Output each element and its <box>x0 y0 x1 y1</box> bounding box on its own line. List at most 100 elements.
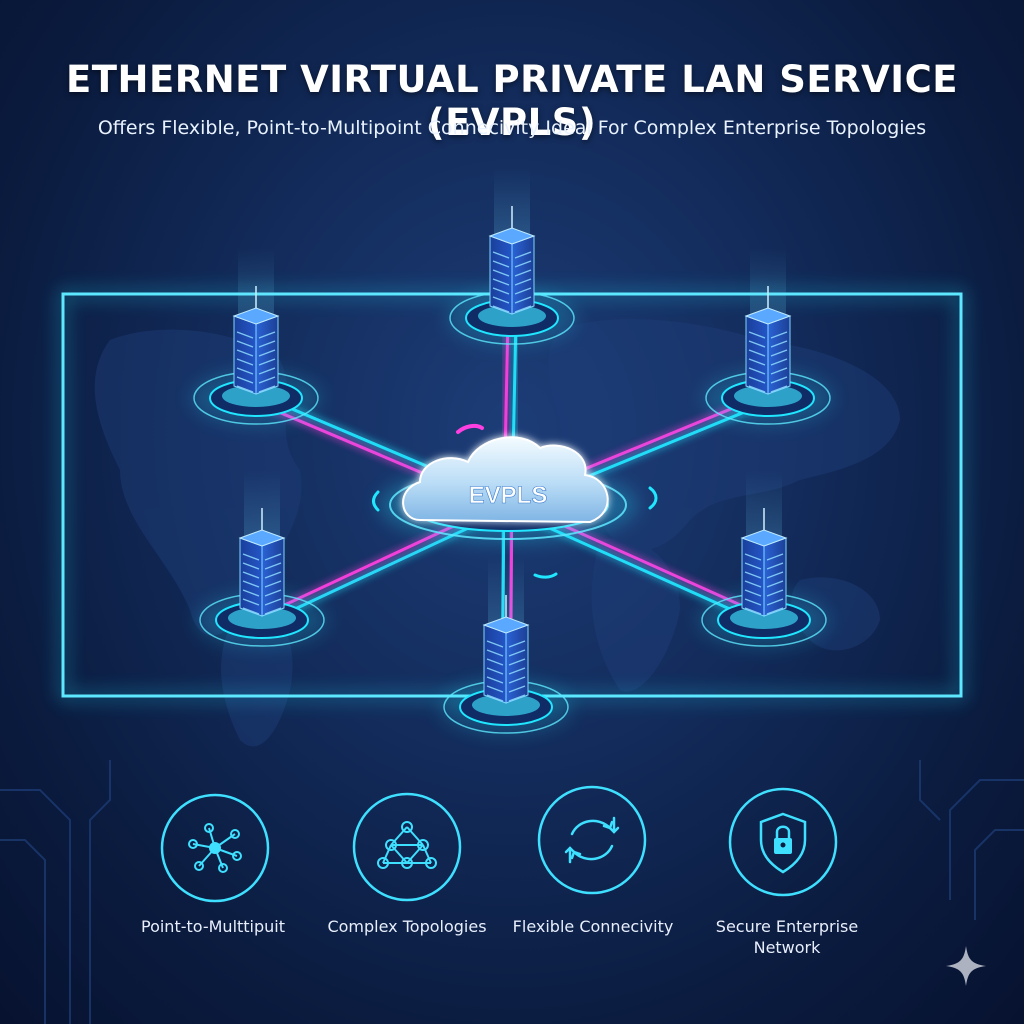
rack-slot <box>744 598 762 606</box>
rack-slot <box>258 367 276 375</box>
rack-slot <box>492 251 510 259</box>
server-node-lower-left <box>196 470 328 648</box>
rack-slot <box>514 296 532 304</box>
rack-slot <box>264 562 282 570</box>
rack-slot <box>264 571 282 579</box>
server-node-bottom <box>440 557 572 735</box>
rack-slot <box>492 269 510 277</box>
rack-slot <box>770 358 788 366</box>
hub-label: EVPLS <box>469 482 548 509</box>
rack-slot <box>258 331 276 339</box>
rack-slot <box>514 251 532 259</box>
rack-slot <box>242 598 260 606</box>
rack-slot <box>264 589 282 597</box>
rack-slot <box>264 598 282 606</box>
circuit-traces <box>0 760 1024 1024</box>
hub-orbit-arc <box>456 423 484 434</box>
rack-slot <box>508 658 526 666</box>
rack-slot <box>748 331 766 339</box>
tower-top-face <box>232 307 280 325</box>
rack-slot <box>514 305 532 313</box>
platform-core <box>222 385 290 407</box>
rack-slot <box>770 367 788 375</box>
server-tower-icon <box>482 595 530 704</box>
rack-slot <box>242 562 260 570</box>
rack-slot <box>766 589 784 597</box>
rack-slot <box>748 367 766 375</box>
mesh-network-icon <box>352 792 462 902</box>
server-tower-icon <box>744 286 792 395</box>
rack-slot <box>766 580 784 588</box>
rack-slot <box>236 376 254 384</box>
rack-slot <box>744 589 762 597</box>
rack-slot <box>744 580 762 588</box>
rack-slot <box>486 640 504 648</box>
nodes-layer <box>190 168 834 735</box>
rack-slot <box>258 385 276 393</box>
rack-slot <box>508 667 526 675</box>
server-node-lower-right <box>698 470 830 648</box>
tower-top-face <box>482 616 530 634</box>
hub-orbit-arc <box>648 486 658 510</box>
rack-slot <box>492 296 510 304</box>
tower-top-face <box>488 227 536 245</box>
rack-slot <box>236 340 254 348</box>
platform-core <box>472 694 540 716</box>
rack-slot <box>748 358 766 366</box>
tower-top-face <box>238 529 286 547</box>
rack-slot <box>492 305 510 313</box>
rack-slot <box>242 607 260 615</box>
rack-slot <box>486 685 504 693</box>
rack-slot <box>748 349 766 357</box>
rack-slot <box>264 553 282 561</box>
page-title: ETHERNET VIRTUAL PRIVATE LAN SERVICE (EV… <box>65 58 959 144</box>
tower-top-face <box>744 307 792 325</box>
rack-slot <box>492 260 510 268</box>
tower-top-face <box>740 529 788 547</box>
rack-slot <box>492 287 510 295</box>
rack-slot <box>236 385 254 393</box>
rack-slot <box>514 287 532 295</box>
rack-slot <box>486 694 504 702</box>
rack-slot <box>486 649 504 657</box>
rack-slot <box>258 349 276 357</box>
rack-slot <box>486 667 504 675</box>
rack-slot <box>766 598 784 606</box>
rack-slot <box>508 676 526 684</box>
rack-slot <box>236 349 254 357</box>
rack-slot <box>492 278 510 286</box>
platform-core <box>228 607 296 629</box>
rack-slot <box>258 340 276 348</box>
rack-slot <box>242 589 260 597</box>
rack-slot <box>514 269 532 277</box>
rack-slot <box>514 260 532 268</box>
server-tower-icon <box>238 508 286 617</box>
rack-slot <box>264 607 282 615</box>
server-node-upper-left <box>190 248 322 426</box>
sparkle-icon <box>946 946 986 986</box>
rack-slot <box>242 580 260 588</box>
platform-core <box>730 607 798 629</box>
rack-slot <box>766 553 784 561</box>
rack-slot <box>236 358 254 366</box>
rack-slot <box>258 376 276 384</box>
rack-slot <box>748 340 766 348</box>
rack-slot <box>770 385 788 393</box>
server-tower-icon <box>740 508 788 617</box>
shield-lock-icon <box>728 787 838 897</box>
server-node-upper-right <box>702 248 834 426</box>
rack-slot <box>508 649 526 657</box>
rack-slot <box>748 376 766 384</box>
rack-slot <box>744 571 762 579</box>
rack-slot <box>242 571 260 579</box>
rack-slot <box>744 562 762 570</box>
platform-core <box>478 305 546 327</box>
rack-slot <box>486 676 504 684</box>
rack-slot <box>766 607 784 615</box>
rack-slot <box>770 331 788 339</box>
rack-slot <box>508 685 526 693</box>
rack-slot <box>264 580 282 588</box>
rack-slot <box>508 640 526 648</box>
server-tower-icon <box>232 286 280 395</box>
